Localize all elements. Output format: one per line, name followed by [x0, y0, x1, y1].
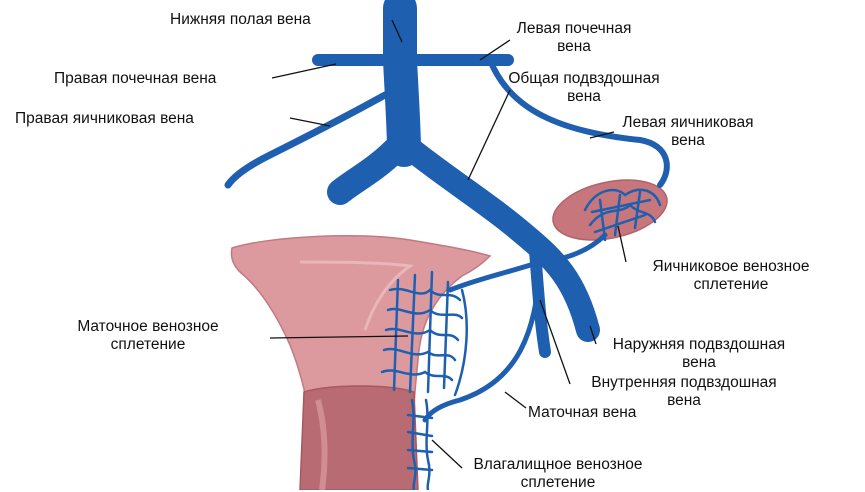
label-inferior-vena-cava: Нижняя полая вена	[170, 11, 311, 29]
label-uterine-venous-plexus-line2: сплетение	[52, 336, 244, 354]
label-common-iliac-vein-line1: Общая подвздошная	[500, 70, 668, 88]
label-left-renal-vein: Левая почечная вена	[512, 20, 636, 56]
label-internal-iliac-vein-line1: Внутренняя подвздошная	[572, 374, 796, 392]
label-vaginal-venous-plexus: Влагалищное венозное сплетение	[458, 456, 658, 492]
label-uterine-venous-plexus-line1: Маточное венозное	[52, 318, 244, 336]
label-external-iliac-vein: Наружняя подвздошная вена	[598, 336, 800, 372]
label-ovarian-venous-plexus-line2: сплетение	[626, 276, 836, 294]
label-right-renal-vein: Правая почечная вена	[54, 70, 216, 88]
label-ovarian-venous-plexus-line1: Яичниковое венозное	[626, 258, 836, 276]
left-ovary	[547, 171, 672, 250]
label-uterine-vein: Маточная вена	[528, 404, 636, 422]
label-external-iliac-vein-line2: вена	[598, 354, 800, 372]
label-common-iliac-vein: Общая подвздошная вена	[500, 70, 668, 106]
label-vaginal-venous-plexus-line1: Влагалищное венозное	[458, 456, 658, 474]
label-vaginal-venous-plexus-line2: сплетение	[458, 474, 658, 492]
label-left-ovarian-vein: Левая яичниковая вена	[616, 114, 760, 150]
label-common-iliac-vein-line2: вена	[500, 88, 668, 106]
label-left-renal-vein-line2: вена	[512, 38, 636, 56]
label-left-ovarian-vein-line2: вена	[616, 132, 760, 150]
label-uterine-venous-plexus: Маточное венозное сплетение	[52, 318, 244, 354]
label-external-iliac-vein-line1: Наружняя подвздошная	[598, 336, 800, 354]
label-left-renal-vein-line1: Левая почечная	[512, 20, 636, 38]
label-right-ovarian-vein: Правая яичниковая вена	[15, 110, 194, 128]
label-left-ovarian-vein-line1: Левая яичниковая	[616, 114, 760, 132]
label-ovarian-venous-plexus: Яичниковое венозное сплетение	[626, 258, 836, 294]
